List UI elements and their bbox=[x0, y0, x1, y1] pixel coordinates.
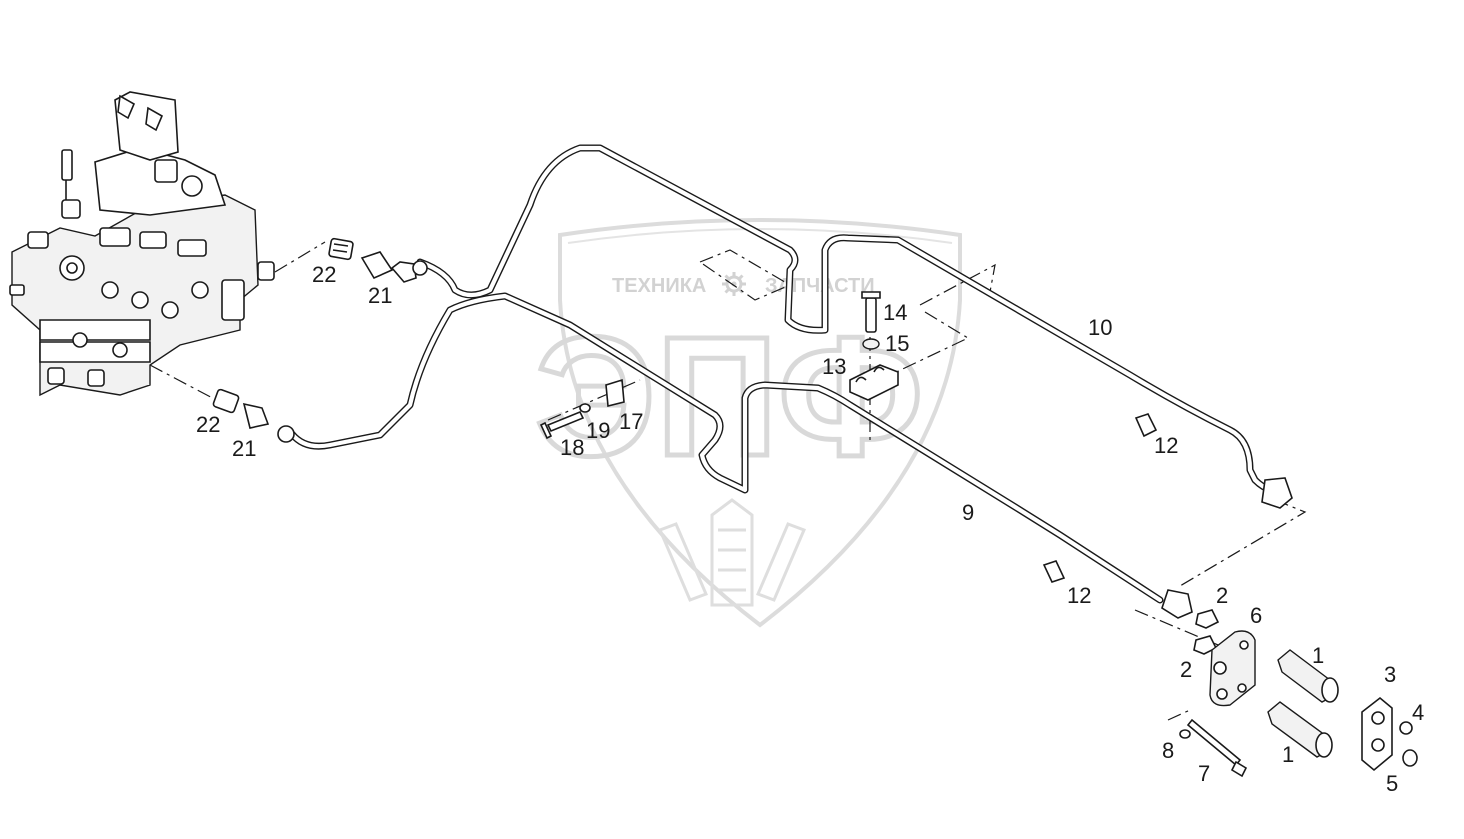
nut-2-upper bbox=[1195, 609, 1220, 629]
callout-9: 9 bbox=[962, 500, 974, 525]
callout-10: 10 bbox=[1088, 315, 1112, 340]
cap-5 bbox=[1402, 749, 1418, 767]
sleeve-12-upper bbox=[1134, 413, 1158, 438]
bolt-7 bbox=[1186, 718, 1248, 778]
sleeve-12-lower bbox=[1042, 560, 1066, 583]
fitting-21-upper bbox=[360, 251, 428, 283]
quick-coupling-1-upper bbox=[1277, 649, 1339, 703]
watermark-left-text: ТЕХНИКА bbox=[612, 275, 706, 297]
fitting-22-upper bbox=[328, 237, 354, 261]
callout-5: 5 bbox=[1386, 771, 1398, 796]
hydraulic-pipes bbox=[288, 144, 1293, 619]
callout-18: 18 bbox=[560, 435, 584, 460]
gear-icon bbox=[722, 272, 746, 296]
callout-15: 15 bbox=[885, 331, 909, 356]
callout-12-lower: 12 bbox=[1067, 583, 1091, 608]
callout-2-lower: 2 bbox=[1180, 657, 1192, 682]
dust-cap-3 bbox=[1361, 696, 1393, 772]
watermark-shield bbox=[558, 218, 962, 628]
bolt-14 bbox=[861, 291, 881, 333]
nut-2-lower bbox=[1193, 635, 1218, 655]
wheat-emblem bbox=[658, 498, 806, 607]
callout-1-upper: 1 bbox=[1312, 643, 1324, 668]
washer-4 bbox=[1399, 721, 1413, 735]
fitting-22-lower bbox=[212, 388, 240, 414]
washer-15 bbox=[862, 338, 880, 350]
bracket-6 bbox=[1209, 630, 1256, 707]
callout-2-upper: 2 bbox=[1216, 583, 1228, 608]
washer-19 bbox=[579, 403, 591, 413]
watermark-right-text: ЗАПЧАСТИ bbox=[765, 275, 875, 297]
quick-coupling-1-lower bbox=[1267, 701, 1333, 758]
callout-21-upper: 21 bbox=[368, 283, 392, 308]
callout-3: 3 bbox=[1384, 662, 1396, 687]
callout-8: 8 bbox=[1162, 738, 1174, 763]
callout-19: 19 bbox=[586, 418, 610, 443]
callout-12-upper: 12 bbox=[1154, 433, 1178, 458]
callout-17: 17 bbox=[619, 409, 643, 434]
callout-4: 4 bbox=[1412, 700, 1424, 725]
clamp-13 bbox=[849, 364, 899, 401]
control-valve-block bbox=[9, 91, 275, 397]
clip-17 bbox=[605, 378, 625, 408]
callout-6: 6 bbox=[1250, 603, 1262, 628]
callout-13: 13 bbox=[822, 354, 846, 379]
callout-1-lower: 1 bbox=[1282, 742, 1294, 767]
callout-labels: 1 1 2 2 3 4 5 6 7 8 9 10 12 12 13 14 15 … bbox=[196, 262, 1424, 796]
callout-22-lower: 22 bbox=[196, 412, 220, 437]
fitting-21-lower bbox=[242, 402, 295, 443]
callout-7: 7 bbox=[1198, 761, 1210, 786]
callout-14: 14 bbox=[883, 300, 907, 325]
callout-21-lower: 21 bbox=[232, 436, 256, 461]
callout-22-upper: 22 bbox=[312, 262, 336, 287]
bolt-18 bbox=[539, 410, 585, 440]
washer-8 bbox=[1179, 729, 1191, 739]
